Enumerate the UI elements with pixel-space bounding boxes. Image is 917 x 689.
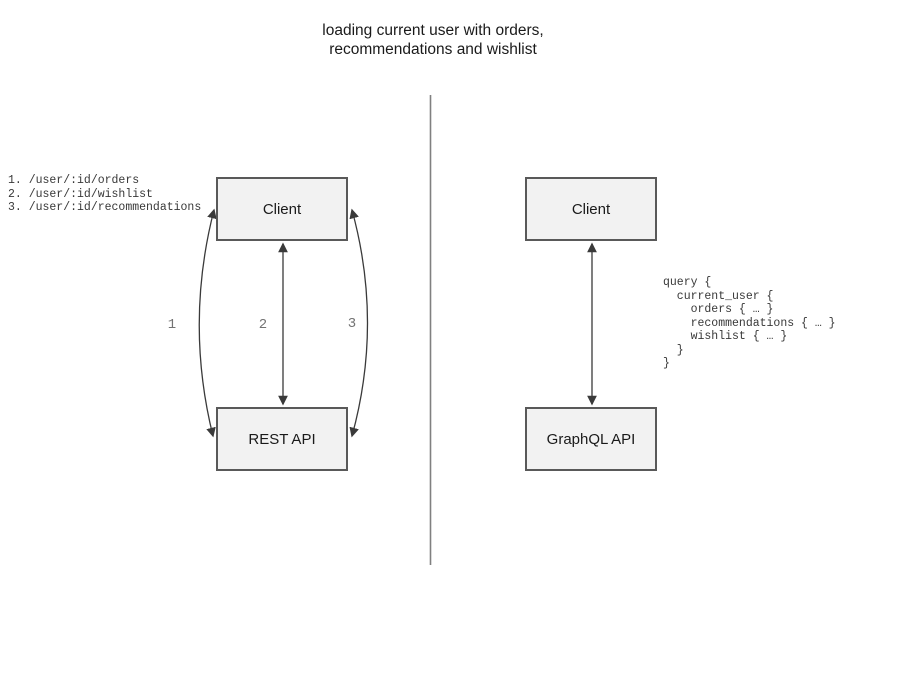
diagram-title-line2: recommendations and wishlist [329,41,537,58]
client-node-left-label: Client [262,200,302,218]
rest-arrow-3-curved-right [349,208,369,438]
arrow-label-2: 2 [258,317,268,333]
arrow-label-3: 3 [347,316,357,332]
client-node-right: Client [525,177,657,241]
graphql-query-snippet: query { current_user { orders { … } reco… [663,276,836,370]
client-node-right-label: Client [571,200,611,218]
diagram-title-line1: loading current user with orders, [322,22,544,39]
rest-api-node: REST API [216,407,348,471]
rest-arrow-1-curved-left [198,208,217,438]
client-node-left: Client [216,177,348,241]
diagram-title: loading current user with orders, recomm… [203,21,663,59]
graphql-api-node: GraphQL API [525,407,657,471]
arrow-label-1: 1 [167,317,177,333]
graphql-api-node-label: GraphQL API [546,430,636,448]
rest-endpoint-list: 1. /user/:id/orders 2. /user/:id/wishlis… [8,174,202,214]
rest-api-node-label: REST API [248,430,316,448]
